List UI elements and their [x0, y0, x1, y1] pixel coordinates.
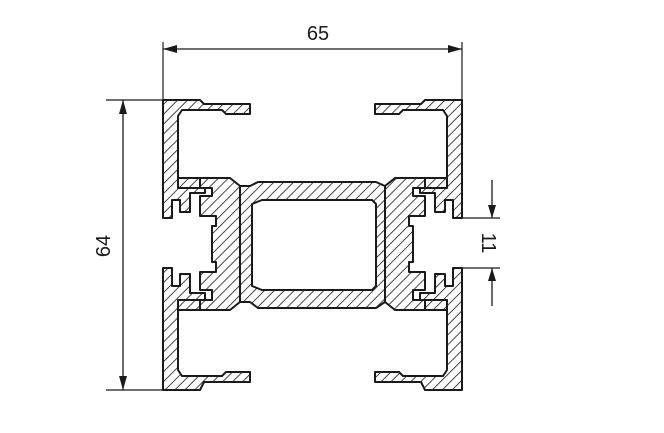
- width-dimension: 65: [162, 23, 463, 100]
- profile-chamber-hollow: [251, 199, 377, 291]
- width-dimension-label: 65: [307, 23, 329, 45]
- width-arrow-right: [448, 45, 462, 53]
- aluminium-profile: [162, 99, 463, 391]
- profile-left-web: [197, 177, 241, 311]
- slot-arrow-top: [488, 205, 496, 218]
- width-arrow-left: [163, 45, 177, 53]
- height-dimension-label: 64: [93, 235, 115, 257]
- profile-left-lower-link: [177, 299, 201, 311]
- height-dimension: 64: [93, 99, 163, 391]
- profile-right-upper-link: [424, 177, 448, 189]
- profile-right-web: [384, 177, 428, 311]
- height-arrow-bottom: [119, 376, 127, 390]
- profile-bottom-left-channel: [162, 267, 251, 391]
- profile-bottom-right-channel: [374, 267, 463, 391]
- profile-left-upper-link: [177, 177, 201, 189]
- height-arrow-top: [119, 100, 127, 114]
- slot-dimension-label: 11: [477, 233, 499, 254]
- slot-arrow-bottom: [488, 268, 496, 281]
- slot-dimension: 11: [455, 180, 500, 306]
- profile-right-lower-link: [424, 299, 448, 311]
